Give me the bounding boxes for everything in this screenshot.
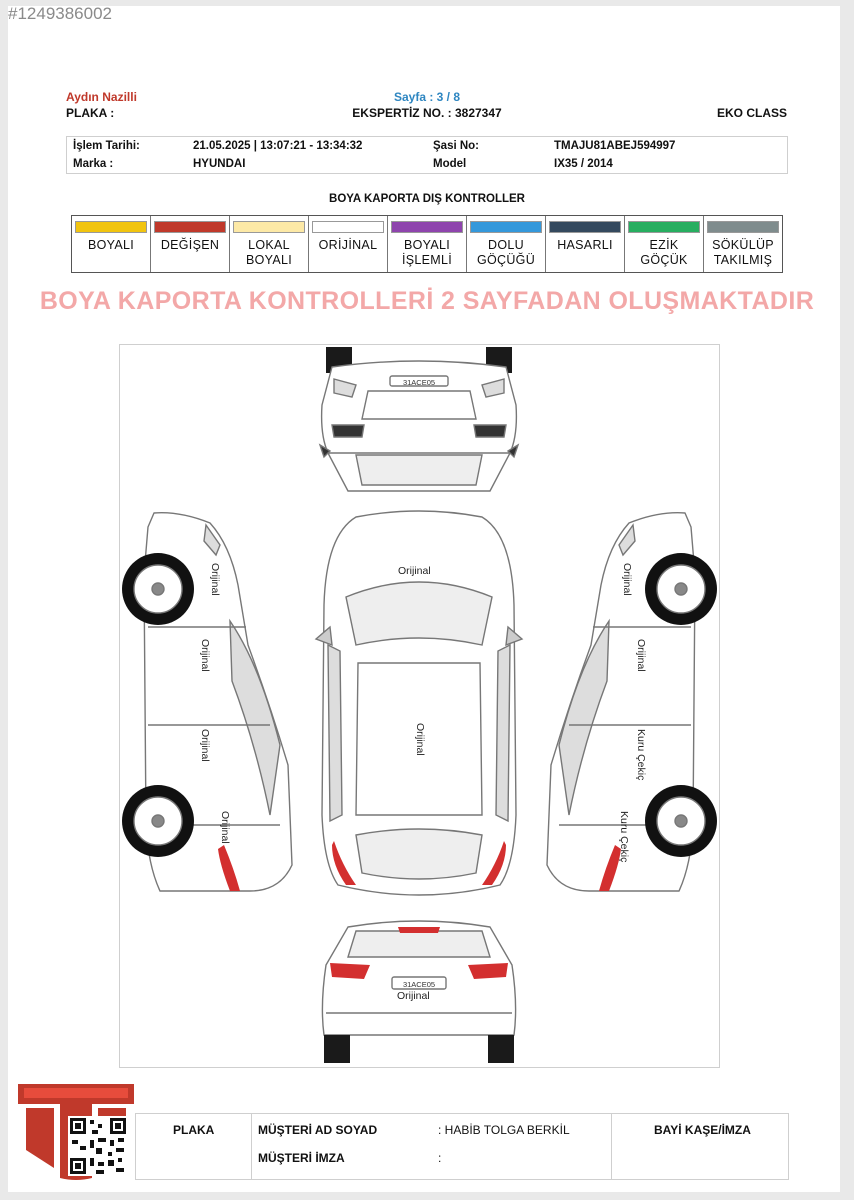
header-package: EKO CLASS bbox=[716, 106, 787, 120]
model-value: IX35 / 2014 bbox=[554, 158, 613, 170]
customer-signature-value: : bbox=[438, 1151, 442, 1165]
legend-label: HASARLI bbox=[557, 238, 613, 252]
legend-swatch bbox=[707, 221, 779, 233]
date-value: 21.05.2025 | 13:07:21 - 13:34:32 bbox=[193, 140, 363, 152]
vehicle-info-box: İşlem Tarihi: 21.05.2025 | 13:07:21 - 13… bbox=[66, 136, 788, 174]
listing-id: #1249386002 bbox=[8, 4, 113, 23]
legend-swatch bbox=[154, 221, 226, 233]
section-title: BOYA KAPORTA DIŞ KONTROLLER bbox=[329, 193, 525, 205]
right-rear-fender-condition: Kuru Çekiç bbox=[618, 811, 630, 863]
legend-swatch bbox=[75, 221, 147, 233]
left-front-fender-condition: Orijinal bbox=[209, 563, 221, 596]
customer-name-label: MÜŞTERİ AD SOYAD bbox=[258, 1123, 378, 1137]
legend-item: DOLU GÖÇÜĞÜ bbox=[467, 216, 546, 272]
header-city: Aydın Nazilli bbox=[66, 90, 137, 104]
left-rear-fender-condition: Orijinal bbox=[219, 811, 231, 844]
customer-signature-label: MÜŞTERİ İMZA bbox=[258, 1151, 345, 1165]
legend-label: BOYALI İŞLEMLİ bbox=[401, 238, 453, 267]
header-plate-label: PLAKA : bbox=[66, 106, 115, 120]
warning-banner: BOYA KAPORTA KONTROLLERİ 2 SAYFADAN OLUŞ… bbox=[39, 287, 815, 315]
legend-item: EZİK GÖÇÜK bbox=[625, 216, 704, 272]
qr-code-icon bbox=[68, 1116, 128, 1176]
legend-item: LOKAL BOYALI bbox=[230, 216, 309, 272]
legend-label: DEĞİŞEN bbox=[160, 238, 220, 252]
legend-swatch bbox=[470, 221, 542, 233]
color-legend: BOYALI DEĞİŞEN LOKAL BOYALI ORİJİNAL BOY… bbox=[71, 215, 783, 273]
legend-label: BOYALI bbox=[87, 238, 135, 252]
left-rear-door-condition: Orijinal bbox=[199, 729, 211, 762]
footer-plate-header: PLAKA bbox=[173, 1123, 215, 1137]
legend-swatch bbox=[549, 221, 621, 233]
legend-swatch bbox=[312, 221, 384, 233]
legend-item: ORİJİNAL bbox=[309, 216, 388, 272]
customer-name-value: : HABİB TOLGA BERKİL bbox=[438, 1123, 570, 1137]
legend-swatch bbox=[628, 221, 700, 233]
legend-item: HASARLI bbox=[546, 216, 625, 272]
model-label: Model bbox=[433, 158, 467, 170]
legend-swatch bbox=[233, 221, 305, 233]
left-front-door-condition: Orijinal bbox=[199, 639, 211, 672]
header-page-number: Sayfa : 3 / 8 bbox=[393, 90, 461, 104]
brand-label: Marka : bbox=[73, 158, 114, 170]
front-plate-text: 31ACE05 bbox=[403, 378, 435, 387]
legend-label: DOLU GÖÇÜĞÜ bbox=[476, 238, 536, 267]
right-front-fender-condition: Orijinal bbox=[621, 563, 633, 596]
legend-swatch bbox=[391, 221, 463, 233]
right-rear-door-condition: Kuru Çekiç bbox=[635, 729, 647, 781]
rear-plate-text: 31ACE05 bbox=[403, 980, 435, 989]
hood-condition: Orijinal bbox=[398, 565, 431, 577]
car-body-diagram: 31ACE05 31ACE05 Orijinal Orijinal Orijin… bbox=[119, 344, 720, 1068]
brand-value: HYUNDAI bbox=[193, 158, 246, 170]
legend-item: DEĞİŞEN bbox=[151, 216, 230, 272]
car-outline-drawing: 31ACE05 31ACE05 bbox=[122, 347, 717, 1063]
legend-label: ORİJİNAL bbox=[318, 238, 378, 252]
date-label: İşlem Tarihi: bbox=[73, 140, 140, 152]
tailgate-condition: Orijinal bbox=[397, 990, 430, 1002]
chassis-label: Şasi No: bbox=[433, 140, 480, 152]
signature-footer: PLAKA MÜŞTERİ AD SOYAD : HABİB TOLGA BER… bbox=[135, 1113, 789, 1180]
legend-item: SÖKÜLÜP TAKILMIŞ bbox=[704, 216, 782, 272]
right-front-door-condition: Orijinal bbox=[635, 639, 647, 672]
legend-label: LOKAL BOYALI bbox=[245, 238, 293, 267]
legend-label: SÖKÜLÜP TAKILMIŞ bbox=[712, 238, 774, 267]
dealer-stamp-label: BAYİ KAŞE/İMZA bbox=[654, 1123, 751, 1137]
header-expertise-no: EKSPERTİZ NO. : 3827347 bbox=[352, 106, 502, 120]
legend-item: BOYALI bbox=[72, 216, 151, 272]
roof-condition: Orijinal bbox=[414, 723, 426, 756]
legend-item: BOYALI İŞLEMLİ bbox=[388, 216, 467, 272]
legend-label: EZİK GÖÇÜK bbox=[640, 238, 688, 267]
chassis-value: TMAJU81ABEJ594997 bbox=[554, 140, 676, 152]
